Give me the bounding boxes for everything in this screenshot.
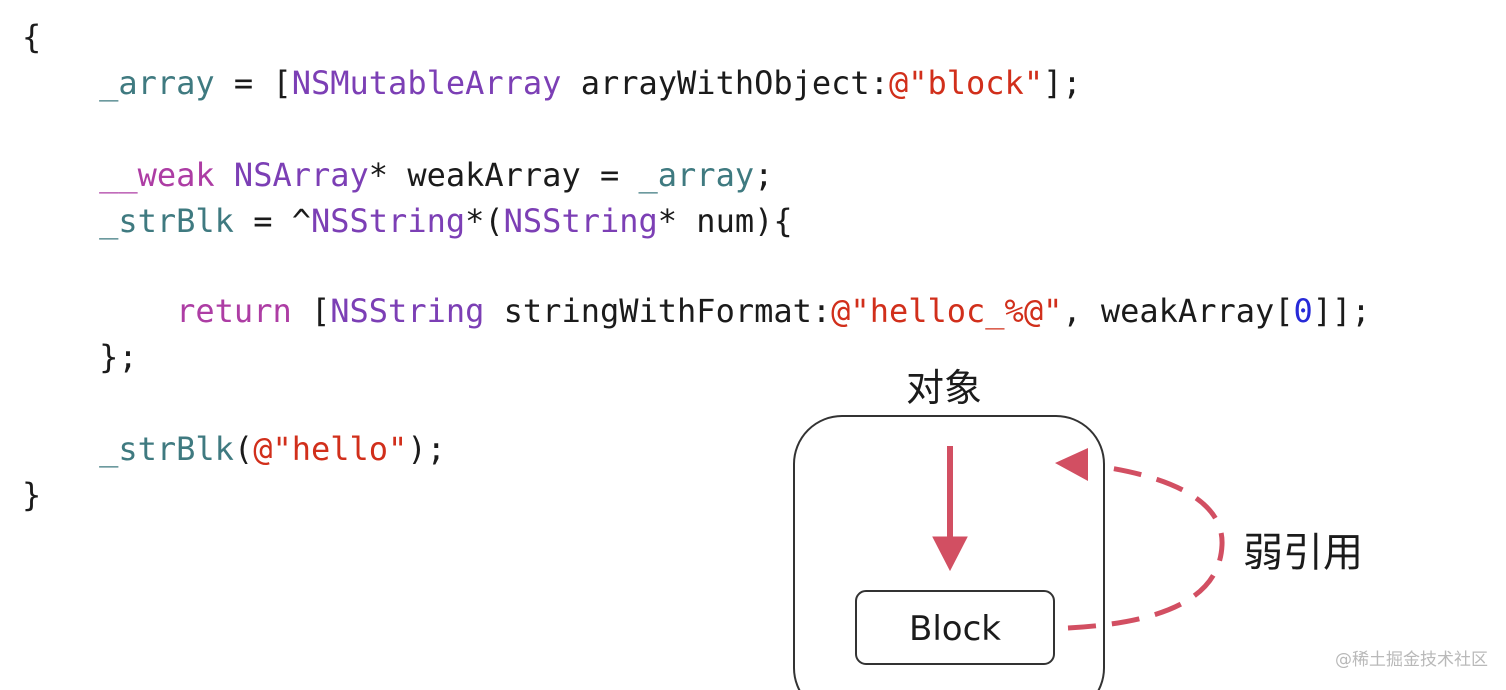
block-box (855, 590, 1055, 665)
object-label: 对象 (906, 366, 983, 410)
code-token: NSArray (233, 156, 369, 194)
code-token: ); (407, 430, 446, 468)
code-token: [ (291, 292, 331, 330)
code-token: _array (22, 64, 215, 102)
code-line: _array = [NSMutableArray arrayWithObject… (22, 60, 1082, 106)
code-token: * num){ (657, 202, 793, 240)
code-token: = ^ (233, 202, 311, 240)
code-token: = [ (214, 64, 292, 102)
code-token: 0 (1293, 292, 1313, 330)
code-line: }; (22, 334, 138, 380)
code-token: @"hello" (253, 430, 408, 468)
code-line: __weak NSArray* weakArray = _array; (22, 152, 773, 198)
code-token: *( (465, 202, 504, 240)
code-token: _array (638, 156, 755, 194)
code-token: stringWithFormat: (484, 292, 832, 330)
code-token: return (22, 292, 292, 330)
code-token: ; (754, 156, 774, 194)
code-token: NSString (330, 292, 485, 330)
object-box (793, 415, 1105, 690)
code-token: NSString (503, 202, 658, 240)
weak-reference-arrow (1055, 448, 1225, 631)
code-token: NSString (310, 202, 466, 240)
code-token: ]]; (1312, 292, 1371, 330)
code-token: @"block" (888, 64, 1044, 102)
code-line: } (22, 472, 41, 518)
block-label: Block (909, 609, 1001, 649)
code-line: _strBlk = ^NSString*(NSString* num){ (22, 198, 793, 244)
code-token: @"helloc_%@" (831, 292, 1063, 330)
code-line: { (22, 14, 41, 60)
weak-reference-label: 弱引用 (1243, 530, 1363, 576)
code-token: }; (22, 338, 138, 376)
code-token: { (22, 18, 42, 56)
code-token: _strBlk (22, 430, 234, 468)
code-token: , weakArray[ (1062, 292, 1294, 330)
code-line: return [NSString stringWithFormat:@"hell… (22, 288, 1371, 334)
strong-reference-arrow (932, 446, 968, 572)
code-token: arrayWithObject: (561, 64, 889, 102)
code-token: } (22, 476, 42, 514)
code-token: * weakArray = (368, 156, 639, 194)
code-token: __weak (22, 156, 215, 194)
code-token: ]; (1043, 64, 1082, 102)
code-line: _strBlk(@"hello"); (22, 426, 446, 472)
code-token: NSMutableArray (291, 64, 562, 102)
code-token: _strBlk (22, 202, 234, 240)
code-token: ( (233, 430, 254, 468)
watermark: @稀土掘金技术社区 (1335, 650, 1488, 670)
